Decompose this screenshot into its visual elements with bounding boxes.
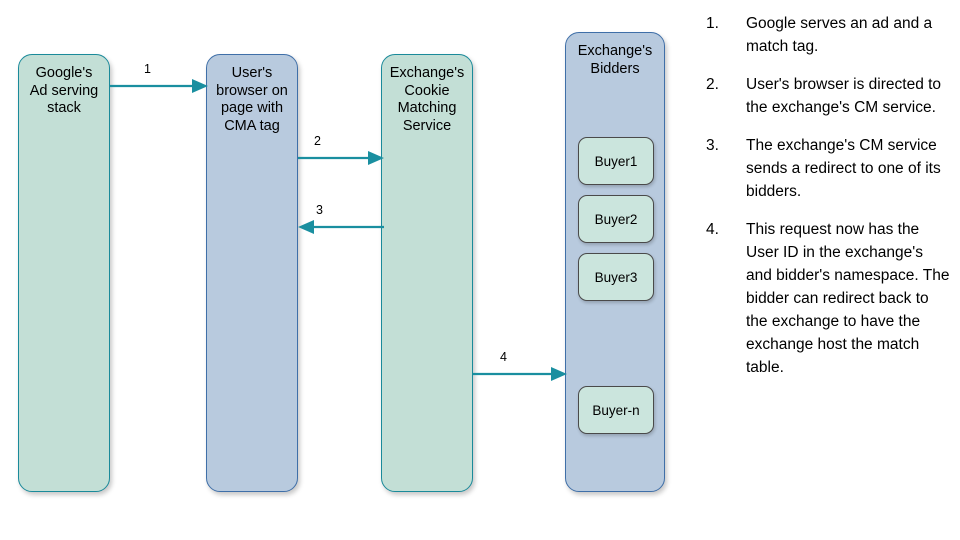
buyer-box-buyer1[interactable]: Buyer1 — [578, 137, 654, 185]
step-item-2: 2. User's browser is directed to the exc… — [706, 73, 952, 119]
node-user-browser[interactable]: User's browser on page with CMA tag — [206, 54, 298, 492]
step-text-3: The exchange's CM service sends a redire… — [746, 137, 941, 200]
step-item-3: 3. The exchange's CM service sends a red… — [706, 134, 952, 203]
step-text-1: Google serves an ad and a match tag. — [746, 15, 933, 55]
arrow-3-label: 3 — [316, 203, 323, 217]
step-text-2: User's browser is directed to the exchan… — [746, 76, 942, 116]
arrow-4 — [473, 367, 567, 381]
arrow-2-label: 2 — [314, 134, 321, 148]
node-user-browser-label: User's browser on page with CMA tag — [216, 65, 288, 134]
node-exchange-cookie-matching-service[interactable]: Exchange's Cookie Matching Service — [381, 54, 473, 492]
buyer-box-buyer2[interactable]: Buyer2 — [578, 195, 654, 243]
node-exchange-bidders-label: Exchange's Bidders — [577, 43, 653, 77]
step-number-4: 4. — [706, 221, 719, 238]
step-number-2: 2. — [706, 76, 719, 93]
buyer-box-buyer-n-label: Buyer-n — [592, 402, 640, 418]
arrow-1 — [110, 79, 208, 93]
buyer-box-buyer3-label: Buyer3 — [594, 269, 638, 285]
step-number-3: 3. — [706, 137, 719, 154]
step-text-4: This request now has the User ID in the … — [746, 221, 950, 376]
step-number-1: 1. — [706, 15, 719, 32]
steps-list: 1. Google serves an ad and a match tag. … — [706, 12, 952, 394]
node-exchange-cookie-matching-service-label: Exchange's Cookie Matching Service — [389, 65, 465, 134]
node-google-ad-serving-stack-label: Google's Ad serving stack — [29, 65, 99, 116]
arrow-2 — [298, 151, 384, 165]
node-google-ad-serving-stack[interactable]: Google's Ad serving stack — [18, 54, 110, 492]
node-exchange-bidders[interactable]: Exchange's Bidders Buyer1 Buyer2 Buyer3 … — [565, 32, 665, 492]
arrow-3 — [298, 220, 384, 234]
buyer-box-buyer-n[interactable]: Buyer-n — [578, 386, 654, 434]
buyer-box-buyer2-label: Buyer2 — [594, 211, 638, 227]
step-item-4: 4. This request now has the User ID in t… — [706, 218, 952, 379]
arrow-1-label: 1 — [144, 62, 151, 76]
buyer-box-buyer3[interactable]: Buyer3 — [578, 253, 654, 301]
step-item-1: 1. Google serves an ad and a match tag. — [706, 12, 952, 58]
buyer-box-buyer1-label: Buyer1 — [594, 153, 638, 169]
arrow-4-label: 4 — [500, 350, 507, 364]
